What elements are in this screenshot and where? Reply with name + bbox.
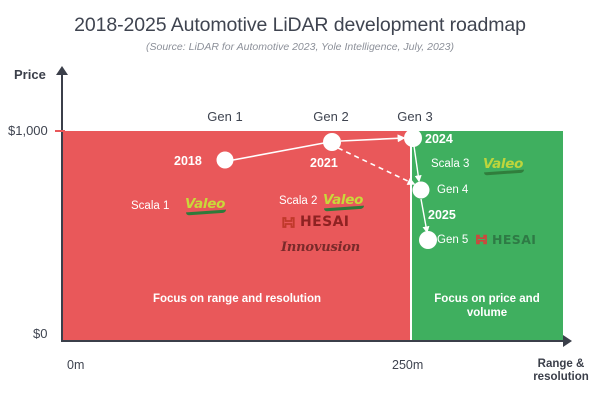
node-label-2021: 2021: [310, 156, 338, 170]
y-tick-label-0: $0: [33, 326, 48, 341]
innovusion-logo: Innovusion: [281, 240, 361, 255]
hesai-logo: HESAI: [281, 214, 349, 230]
zone-caption-price-volume: Focus on price and volume: [434, 293, 540, 319]
hesai-wordmark: HESAI: [492, 232, 537, 247]
generation-label-gen1: Gen 1: [207, 109, 243, 124]
x-tick-label-0m: 0m: [67, 358, 85, 372]
valeo-logo: Valeo: [185, 196, 226, 212]
hesai-logo: HESAI: [475, 232, 536, 247]
x-tick-label-250m: 250m: [392, 358, 424, 372]
x-axis-arrow-icon: [563, 335, 572, 347]
y-tick-mark-1000: [55, 130, 65, 132]
y-tick-label-1000: $1,000: [8, 123, 48, 138]
node-label-gen4: Gen 4: [437, 184, 469, 196]
x-axis-title: Range & resolution: [533, 358, 589, 383]
y-axis-line: [61, 72, 63, 342]
node-label-2025: 2025: [428, 208, 456, 222]
x-axis-line: [61, 340, 566, 342]
valeo-logo: Valeo: [323, 192, 364, 208]
valeo-logo: Valeo: [483, 156, 524, 172]
zone-caption-range-resolution: Focus on range and resolution: [152, 293, 322, 305]
node-label-2024: 2024: [425, 132, 453, 146]
product-label-scala-1: Scala 1: [131, 200, 170, 212]
hesai-wordmark: HESAI: [300, 214, 350, 230]
hesai-mark-icon: [475, 233, 488, 246]
hesai-mark-icon: [281, 215, 296, 230]
node-label-2018: 2018: [174, 154, 202, 168]
source-subtitle: (Source: LiDAR for Automotive 2023, Yole…: [146, 41, 454, 53]
y-axis-title: Price: [14, 67, 46, 82]
page-title: 2018-2025 Automotive LiDAR development r…: [74, 14, 526, 36]
product-label-scala-2: Scala 2: [279, 195, 318, 207]
zone-range-resolution: [62, 131, 411, 340]
product-label-scala-3: Scala 3: [431, 158, 470, 170]
y-axis-arrow-icon: [56, 66, 68, 75]
generation-label-gen2: Gen 2: [313, 109, 349, 124]
node-label-gen5: Gen 5: [437, 234, 469, 246]
zone-divider: [410, 131, 412, 340]
generation-label-gen3: Gen 3: [397, 109, 433, 124]
